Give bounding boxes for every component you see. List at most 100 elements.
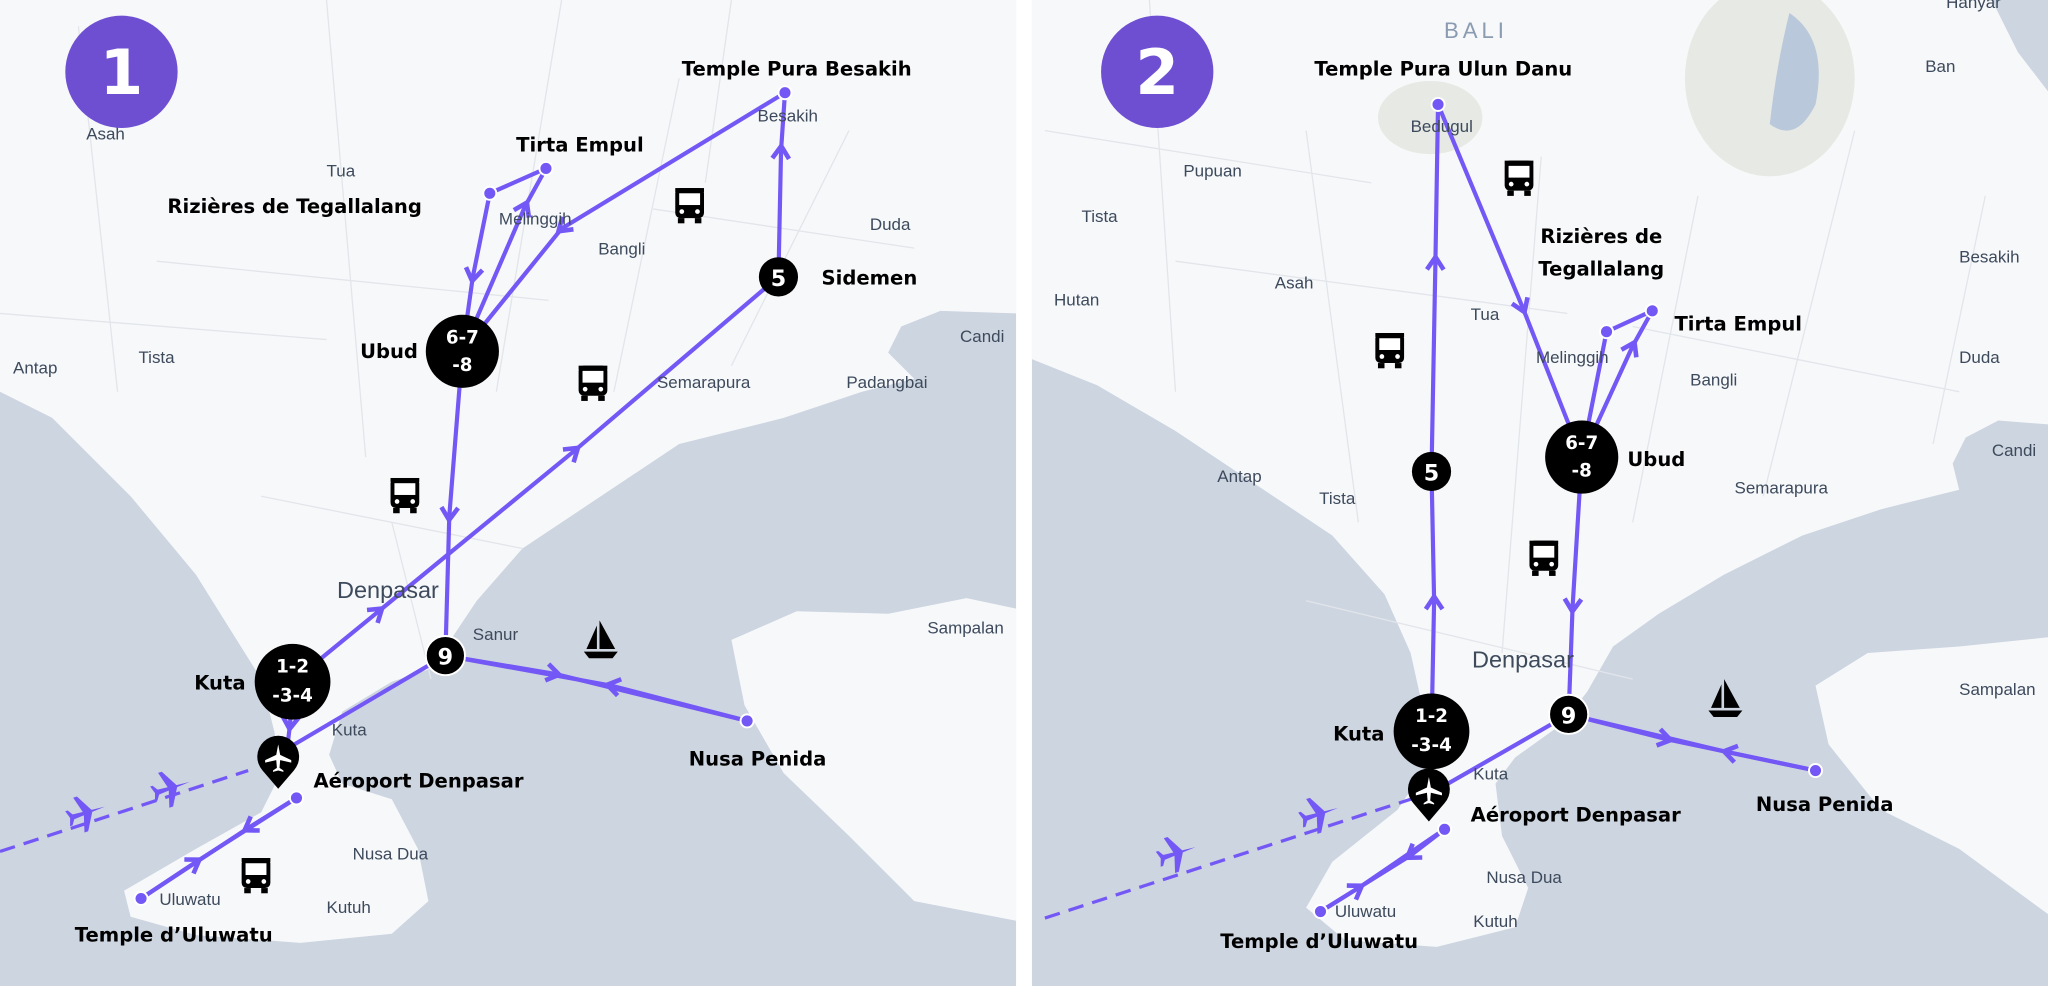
route-uluwatu-airport — [1318, 827, 1447, 914]
label-ubud: Ubud — [360, 340, 418, 363]
stop-number: 9 — [438, 645, 453, 671]
stop-number: 5 — [1424, 461, 1439, 487]
label-tirta-empul: Tirta Empul — [1674, 312, 1802, 335]
place-tista: Tista — [1081, 207, 1118, 226]
land-nusa-penida — [1815, 637, 2048, 915]
place-asah: Asah — [86, 125, 125, 144]
place-pupuan: Pupuan — [1183, 161, 1242, 180]
stop-sanur[interactable]: 9 — [424, 635, 466, 677]
stop-number: -3-4 — [1411, 735, 1452, 756]
route-besakih-ubud — [460, 90, 788, 354]
place-duda: Duda — [1959, 348, 2000, 367]
label-ulun-danu: Temple Pura Ulun Danu — [1314, 58, 1572, 81]
route-uluwatu-airport — [138, 795, 299, 901]
region-bali: BALI — [1444, 18, 1508, 43]
place-duda: Duda — [870, 215, 911, 234]
place-denpasar: Denpasar — [1472, 646, 1574, 672]
place-bedugul: Bedugul — [1411, 117, 1473, 136]
route-ubud-tirta — [460, 166, 549, 354]
place-bangli: Bangli — [1690, 370, 1737, 389]
place-sampalan: Sampalan — [927, 618, 1003, 637]
place-candi: Candi — [960, 327, 1004, 346]
route-tirta-tegallalang — [1604, 308, 1655, 334]
stop-ubud[interactable]: 6-7 -8 — [1545, 420, 1619, 494]
label-tegallalang-2: Tegallalang — [1538, 258, 1664, 281]
stop-sidemen[interactable]: 5 — [758, 257, 799, 297]
roads — [1044, 0, 1986, 680]
label-uluwatu: Temple d’Uluwatu — [75, 924, 273, 947]
place-melinggih: Melinggih — [1536, 348, 1609, 367]
place-tista: Tista — [138, 348, 175, 367]
place-uluwatu: Uluwatu — [159, 890, 220, 909]
land-nusa-penida — [731, 598, 1017, 921]
stop-number: 1-2 — [276, 657, 309, 678]
place-kuta: Kuta — [1473, 765, 1508, 784]
stop-ubud[interactable]: 6-7 -8 — [425, 314, 499, 388]
label-tegallalang-1: Rizières de — [1540, 225, 1662, 248]
badge-number: 2 — [1135, 36, 1179, 109]
lake — [1769, 13, 1819, 131]
route-sidemen-besakih — [770, 90, 792, 279]
place-antap: Antap — [1217, 467, 1261, 486]
label-tirta-empul: Tirta Empul — [516, 133, 644, 156]
label-nusa-penida: Nusa Penida — [689, 747, 827, 770]
stop-number: 1-2 — [1415, 706, 1448, 727]
map-panel-1[interactable]: Asah Tua Melinggih Besakih Bangli Duda A… — [0, 0, 1017, 986]
stop-kuta[interactable]: 1-2 -3-4 — [254, 643, 331, 720]
place-besakih: Besakih — [758, 106, 818, 125]
route-ulun-danu-ubud — [1435, 102, 1584, 460]
place-names: Hanyar BALI Ban Bedugul Pupuan Tista Hut… — [1054, 0, 2036, 931]
route-kuta-sidemen — [290, 274, 781, 684]
place-padangbai: Padangbai — [846, 373, 927, 392]
place-kutuh: Kutuh — [327, 898, 371, 917]
stop-sanur[interactable]: 9 — [1548, 693, 1590, 735]
stop-bedugul-5[interactable]: 5 — [1411, 451, 1452, 492]
stop-number: -3-4 — [272, 685, 313, 706]
panel-badge-2: 2 — [1101, 15, 1214, 128]
route-sanur-airport — [1434, 712, 1571, 793]
mountain-area — [1377, 80, 1483, 155]
route-tirta-tegallalang — [487, 166, 549, 196]
place-sanur: Sanur — [473, 625, 519, 644]
stop-number: 6-7 — [446, 327, 479, 348]
place-denpasar: Denpasar — [337, 577, 439, 603]
label-kuta: Kuta — [194, 672, 245, 695]
stop-number: 6-7 — [1565, 433, 1598, 454]
waypoint-dots — [1312, 96, 1824, 920]
place-bangli: Bangli — [598, 240, 645, 259]
badge-number: 1 — [100, 36, 144, 109]
place-names: Asah Tua Melinggih Besakih Bangli Duda A… — [13, 106, 1004, 916]
place-melinggih: Melinggih — [499, 210, 572, 229]
stop-number: 5 — [771, 266, 786, 292]
place-besakih: Besakih — [1959, 247, 2019, 266]
place-nusa-dua: Nusa Dua — [1486, 868, 1562, 887]
place-asah: Asah — [1275, 274, 1314, 293]
route-nusa-penida-sanur — [443, 653, 750, 723]
route-kuta-bedugul — [1423, 469, 1445, 734]
place-semarapura: Semarapura — [657, 373, 751, 392]
route-ubud-sanur — [439, 349, 465, 658]
route-ubud-sanur — [1562, 454, 1584, 717]
place-kuta: Kuta — [332, 720, 367, 739]
label-airport: Aéroport Denpasar — [1471, 803, 1681, 826]
waypoint-dots — [133, 85, 793, 907]
panel-badge-1: 1 — [65, 15, 178, 128]
place-tua: Tua — [1471, 305, 1500, 324]
place-hanyar: Hanyar — [1946, 0, 2001, 12]
stop-kuta[interactable]: 1-2 -3-4 — [1393, 693, 1470, 770]
stop-number: -8 — [452, 355, 472, 376]
label-sidemen: Sidemen — [822, 267, 918, 290]
route-nusa-penida-sanur — [1566, 712, 1818, 773]
stop-number: 9 — [1561, 704, 1576, 730]
map-panel-2[interactable]: Hanyar BALI Ban Bedugul Pupuan Tista Hut… — [1031, 0, 2048, 986]
stop-number: -8 — [1572, 461, 1592, 482]
place-ban: Ban — [1925, 57, 1955, 76]
flight-path — [1044, 797, 1412, 920]
place-antap: Antap — [13, 359, 57, 378]
place-candi: Candi — [1992, 441, 2036, 460]
route-bedugul-ulun-danu — [1425, 102, 1446, 474]
place-semarapura: Semarapura — [1735, 479, 1829, 498]
place-sampalan: Sampalan — [1959, 680, 2035, 699]
label-kuta: Kuta — [1333, 722, 1384, 745]
label-uluwatu: Temple d’Uluwatu — [1220, 930, 1418, 953]
